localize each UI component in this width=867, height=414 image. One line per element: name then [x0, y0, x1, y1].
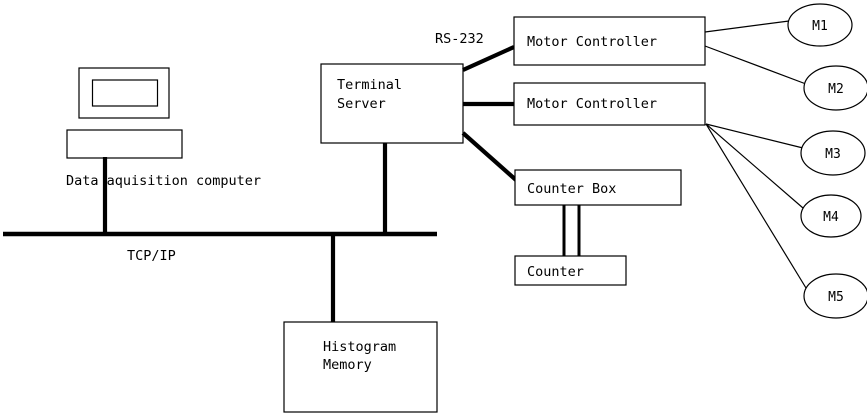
counter-box-to-counter-links [562, 205, 581, 257]
motor-m2-ellipse [803, 65, 867, 111]
motor-controller-2-label: Motor Controller [527, 96, 657, 112]
counter-box-box [514, 169, 682, 206]
counter-box-node: Counter Box [514, 169, 682, 206]
counter-box-rect [514, 255, 627, 286]
tcpip-bus-label: TCP/IP [127, 248, 176, 264]
motor-controller-2-to-m3-link [705, 123, 804, 149]
motor-m4-ellipse [800, 194, 862, 238]
motor-controller-1-box [513, 16, 706, 66]
terminal-server-to-motor-controller-1-link [462, 45, 515, 72]
counter-box-label: Counter Box [527, 181, 616, 197]
histogram-memory-box [283, 321, 438, 413]
histogram-memory-node: Histogram Memory [283, 234, 438, 413]
rs232-connection-group: RS-232 [435, 31, 515, 72]
histogram-memory-label-line1: Histogram [323, 339, 396, 355]
motor-m5-label: M5 [828, 290, 844, 305]
computer-base-unit [66, 129, 183, 159]
data-acquisition-computer-node: Data aquisition computer [66, 67, 261, 236]
motor-controller-2-box [513, 82, 706, 126]
terminal-server-to-counter-box-link [461, 131, 518, 182]
motor-controller-1-node: Motor Controller [513, 16, 706, 66]
motor-m4-node: M4 [800, 194, 862, 238]
motor-m2-node: M2 [803, 65, 867, 111]
tcpip-bus-group: TCP/IP [3, 231, 437, 264]
rs232-label: RS-232 [435, 31, 484, 47]
motor-m3-node: M3 [800, 130, 866, 176]
computer-monitor-screen [91, 79, 159, 107]
motor-controller-2-to-m4-link [705, 123, 804, 209]
motor-m2-label: M2 [828, 82, 844, 97]
motor-controller-2-to-m5-link [705, 123, 807, 289]
terminal-server-label-line1: Terminal [337, 77, 402, 93]
motor-m1-label: M1 [812, 19, 828, 34]
motor-controller-1-label: Motor Controller [527, 34, 657, 50]
motor-m5-node: M5 [803, 273, 867, 319]
terminal-server-box [320, 63, 464, 144]
motor-m1-node: M1 [787, 3, 853, 47]
terminal-server-node: Terminal Server [320, 63, 464, 236]
histogram-memory-label-line2: Memory [323, 357, 372, 373]
counter-node: Counter [514, 255, 627, 286]
motor-controller-1-to-m2-link [704, 45, 807, 85]
motor-m3-label: M3 [825, 147, 841, 162]
computer-label: Data aquisition computer [66, 173, 261, 189]
motor-m4-label: M4 [823, 210, 839, 225]
motor-m1-ellipse [787, 3, 853, 47]
motor-m3-ellipse [800, 130, 866, 176]
terminal-server-label-line2: Server [337, 96, 386, 112]
counter-label: Counter [527, 264, 584, 280]
motor-controller-2-node: Motor Controller [513, 82, 706, 126]
motor-controller-1-to-m1-link [704, 20, 790, 33]
motor-m5-ellipse [803, 273, 867, 319]
